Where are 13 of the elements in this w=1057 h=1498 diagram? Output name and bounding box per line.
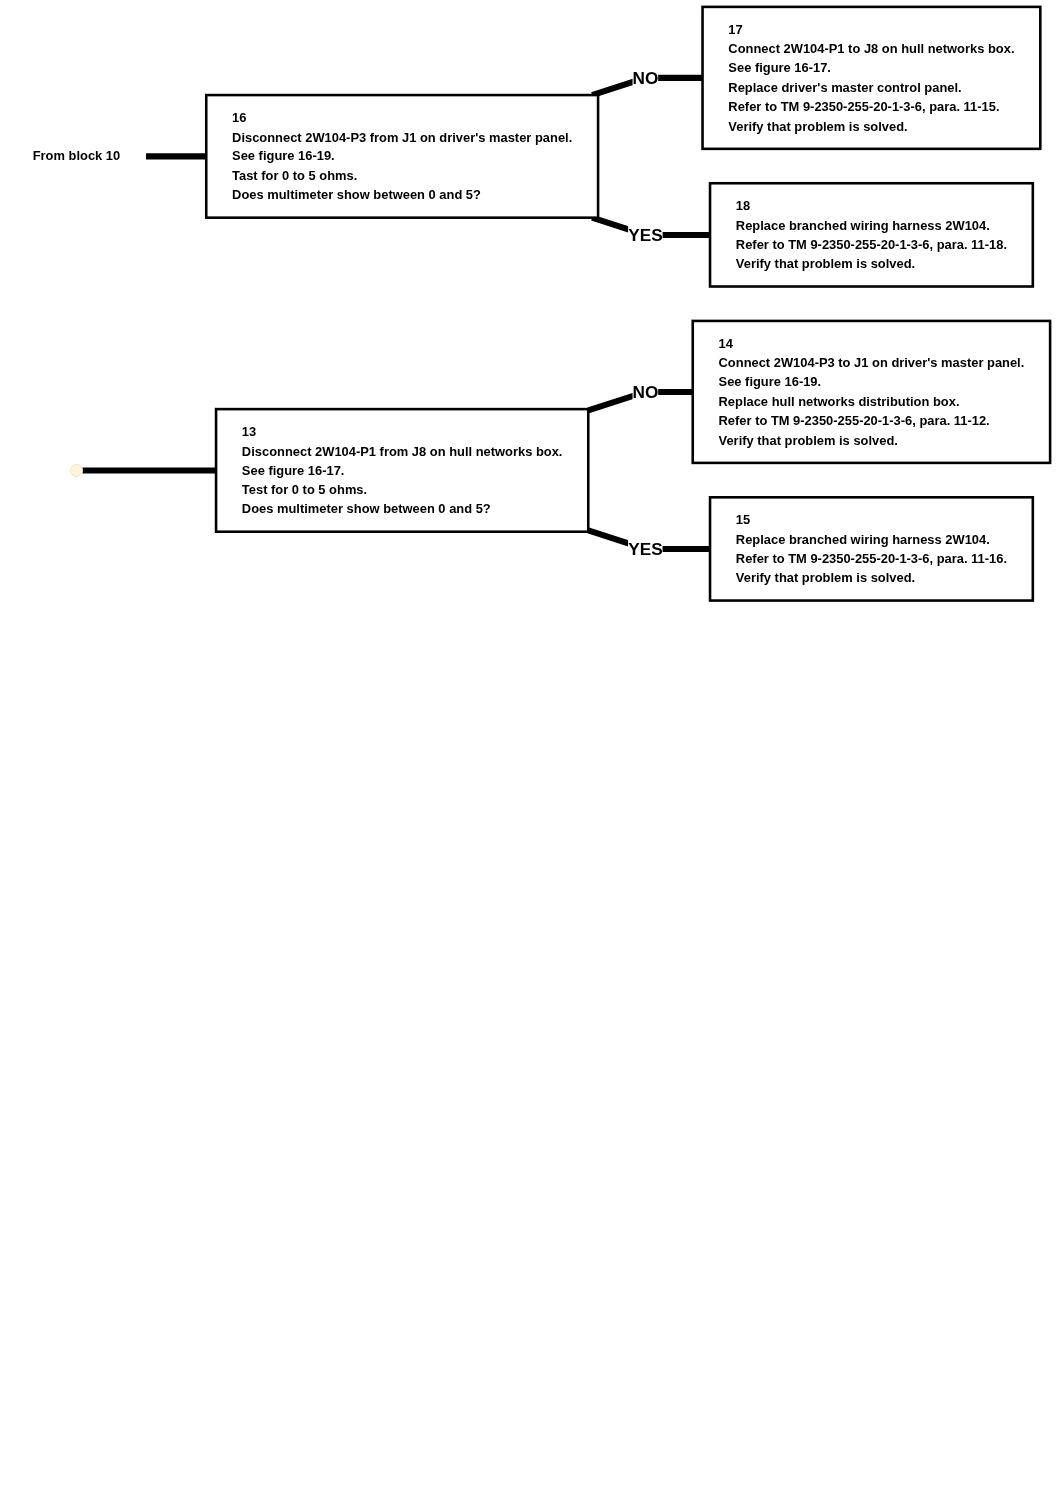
node-box: 13 Disconnect 2W104-P1 from J8 on hull networks box. See figure 16-17. Test for 0 to 5 ohms. Does multimeter show between 0 and 5? [214, 407, 590, 533]
node-box: 15 Replace branched wiring harness 2W104. Refer to TM 9-2350-255-20-1-3-6, para. 11-16. Verify that problem is solved. [708, 496, 1035, 602]
node-text: From block 10 [32, 148, 121, 164]
edge-label: NO [632, 68, 659, 88]
edge-label: YES [628, 225, 663, 245]
connector [146, 153, 207, 160]
node-box: 16 Disconnect 2W104-P3 from J1 on driver's master panel. See figure 16-19. Tast for 0 to 5 ohms. Does multimeter show between 0 and 5? [204, 93, 600, 219]
node-box: 17 Connect 2W104-P1 to J8 on hull networks box. See figure 16-17. Replace driver's master control panel. Refer to TM 9-2350-255-20-1-3-6, para. 11-15. Verify that problem is solved. [701, 5, 1042, 151]
node-box: 18 Replace branched wiring harness 2W104. Refer to TM 9-2350-255-20-1-3-6, para. 11-18. Verify that problem is solved. [708, 181, 1035, 288]
node-box: 14 Connect 2W104-P3 to J1 on driver's master panel. See figure 16-19. Replace hull networks distribution box. Refer to TM 9-2350-255-20-1-3-6, para. 11-12. Verify that problem is solved. [691, 319, 1052, 465]
connector [82, 467, 217, 474]
edge-label: YES [628, 539, 663, 559]
edge-label: NO [632, 382, 659, 402]
